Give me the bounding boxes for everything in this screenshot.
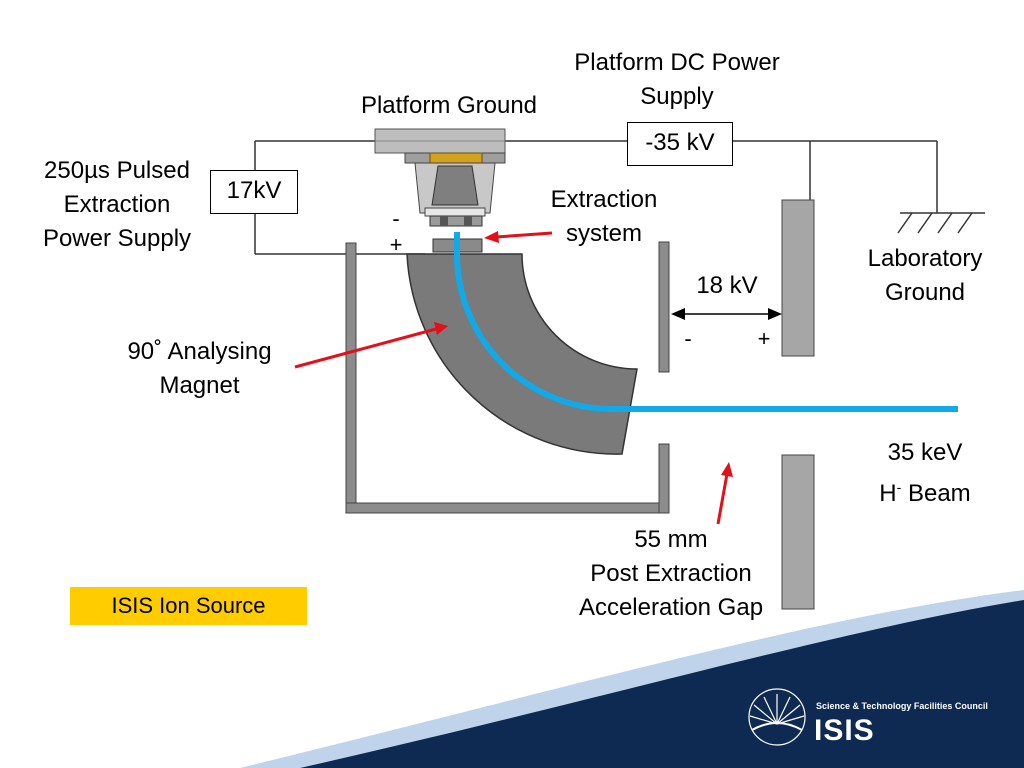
isis-logo-text: ISIS [814, 714, 875, 747]
gap-voltage-label: 18 kV [696, 272, 758, 299]
beam-energy-label: 35 keV H- Beam [879, 439, 971, 507]
pulsed-power-supply-box: 17kV [210, 170, 298, 214]
ground-electrode-upper [781, 199, 815, 357]
ion-source-assembly [374, 128, 506, 253]
analysing-magnet-label: 90˚ Analysing Magnet [127, 338, 272, 399]
pulsed-supply-label: 250µs Pulsed Extraction Power Supply [42, 157, 192, 252]
isis-ion-source-tag: ISIS Ion Source [70, 587, 307, 625]
gap-voltage-arrow [671, 308, 782, 320]
arrow-extraction [495, 231, 553, 239]
extraction-minus-sign: - [392, 206, 400, 231]
laboratory-ground-label: Laboratory Ground [867, 245, 983, 306]
arrow-gap [716, 473, 729, 525]
vessel [345, 241, 670, 514]
council-name: Science & Technology Facilities Council [816, 701, 988, 711]
pointer-arrows [294, 231, 733, 525]
arrow-magnet [294, 327, 437, 369]
ground-electrode-lower [781, 454, 815, 610]
platform-ground-label: Platform Ground [360, 92, 538, 119]
gap-plus-sign: + [757, 326, 771, 351]
isis-logo-icon [748, 688, 806, 746]
extraction-electrode-upper [658, 241, 670, 373]
platform-dc-label: Platform DC Power Supply [574, 49, 780, 110]
ground-symbol [897, 212, 985, 234]
gap-minus-sign: - [684, 326, 692, 351]
dc-power-supply-box: -35 kV [627, 122, 733, 166]
beam-path [454, 232, 958, 412]
extraction-system-label: Extraction system [550, 186, 658, 247]
footer-navy-band [300, 600, 1024, 768]
extraction-plus-sign: + [389, 232, 403, 257]
analysing-magnet [406, 253, 638, 455]
acceleration-gap-label: 55 mm Post Extraction Acceleration Gap [578, 526, 764, 621]
circuit-wires [254, 140, 938, 255]
